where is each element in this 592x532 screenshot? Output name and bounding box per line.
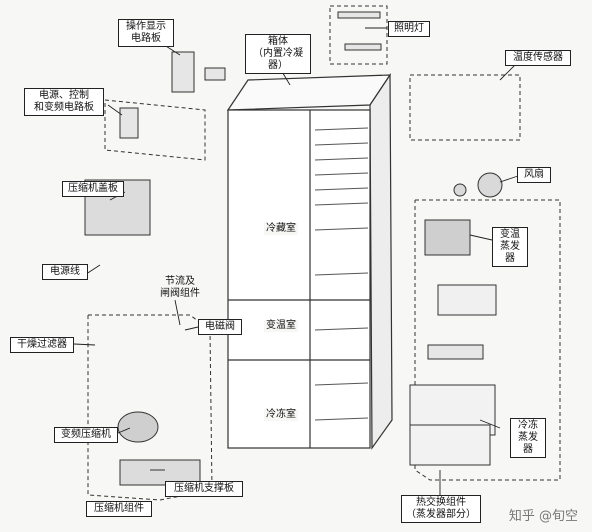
lighting-part-1 (337, 11, 381, 19)
label-compressor-cover: 压缩机盖板 (62, 181, 124, 197)
label-freezer: 冷冻室 (264, 409, 298, 421)
cabinet-drawing (226, 73, 393, 450)
var-plate-part (437, 284, 497, 316)
power-board-group-box (104, 99, 206, 161)
fan-part (477, 172, 503, 198)
label-comp-bracket: 压缩机支撑板 (165, 481, 243, 497)
label-heat-exchanger: 热交换组件 （蒸发器部分） (401, 495, 481, 523)
label-cabinet: 箱体 （内置冷凝器） (245, 34, 311, 74)
label-var-room: 变温室 (264, 320, 298, 332)
watermark: 知乎 @旬空 (508, 509, 578, 524)
label-fan: 风扇 (517, 167, 551, 183)
compressor-bracket-part (119, 459, 201, 486)
label-display-board: 操作显示 电路板 (118, 19, 174, 47)
label-power-board: 电源、控制 和变频电路板 (24, 88, 104, 116)
heat-exchanger-part (409, 424, 491, 466)
label-var-evap: 变温 蒸发器 (492, 227, 528, 267)
power-board-part (119, 107, 139, 139)
label-lighting: 照明灯 (388, 21, 430, 37)
label-inv-comp: 变频压缩机 (54, 427, 118, 443)
evaporator-part (424, 219, 471, 256)
label-dryer: 干燥过滤器 (10, 337, 74, 353)
label-temp-sensor: 温度传感器 (505, 50, 571, 66)
fan-hub-part (453, 183, 467, 197)
compressor-part (117, 411, 159, 443)
label-solenoid: 电磁阀 (198, 319, 242, 335)
label-throttle: 节流及 闸阀组件 (150, 276, 210, 300)
lighting-group-box (329, 5, 388, 65)
tray-part (427, 344, 484, 360)
lighting-part-2 (344, 43, 382, 51)
sensor-group-box (409, 74, 521, 141)
display-panel-part (204, 67, 226, 81)
display-board-part (171, 51, 195, 93)
label-freeze-evap: 冷冻 蒸发器 (510, 418, 546, 458)
label-power-cord: 电源线 (42, 264, 88, 280)
label-comp-assembly: 压缩机组件 (86, 501, 152, 517)
label-fridge: 冷藏室 (264, 223, 298, 235)
